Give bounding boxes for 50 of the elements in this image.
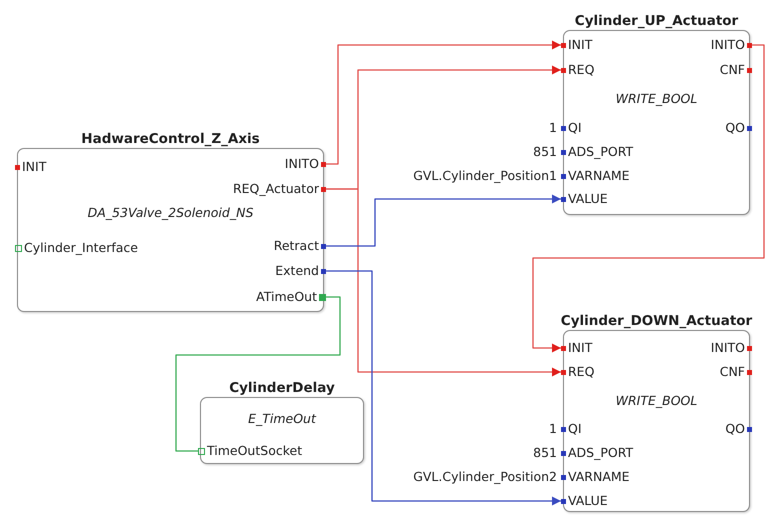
block-title: Cylinder_UP_Actuator [574, 13, 738, 29]
port-label: REQ_Actuator [232, 181, 319, 197]
port-label: INITO [284, 156, 319, 172]
port-label: CNF [720, 62, 745, 78]
port [725, 120, 752, 136]
port-label: INITO [710, 340, 745, 356]
block-title: CylinderDelay [229, 380, 335, 396]
constant-value: 1 [549, 120, 557, 136]
port-label: Extend [275, 263, 319, 279]
connection-line [175, 296, 341, 452]
arrow [532, 44, 765, 352]
port-label: VALUE [568, 191, 608, 207]
port-label: QI [568, 120, 582, 136]
block-title: Cylinder_DOWN_Actuator [560, 313, 752, 329]
arrow [326, 188, 561, 376]
port-label: VARNAME [568, 168, 630, 184]
port-label: QO [725, 120, 745, 136]
constant-value: 1 [549, 421, 557, 437]
constant-value: GVL.Cylinder_Position1 [413, 168, 557, 184]
constant-value: 851 [533, 445, 557, 461]
port-label: TimeOutSocket [207, 443, 302, 459]
port [561, 364, 594, 380]
port-label: INIT [22, 159, 46, 175]
port-label: VALUE [568, 493, 608, 509]
port-label: REQ [568, 62, 594, 78]
port-label: ATimeOut [256, 289, 317, 305]
port-label: ADS_PORT [568, 144, 634, 160]
port-label: INIT [568, 37, 592, 53]
port-label: INITO [710, 37, 745, 53]
port-label: REQ [568, 364, 594, 380]
port-label: CNF [720, 364, 745, 380]
port-label: Cylinder_Interface [24, 240, 138, 256]
block-type: DA_53Valve_2Solenoid_NS [86, 205, 254, 221]
port-label: QI [568, 421, 582, 437]
block-type: E_TimeOut [247, 411, 318, 427]
port-label: ADS_PORT [568, 445, 634, 461]
port-label: Retract [274, 238, 319, 254]
arrow [326, 40, 561, 165]
constant-value: GVL.Cylinder_Position2 [413, 469, 557, 485]
port-label: VARNAME [568, 469, 630, 485]
constant-value: 851 [533, 144, 557, 160]
port-label: QO [725, 421, 745, 437]
arrow [326, 270, 561, 506]
block-type: WRITE_BOOL [614, 91, 698, 107]
port [725, 421, 752, 437]
port [561, 62, 594, 78]
block-type: WRITE_BOOL [614, 393, 698, 409]
arrow [326, 194, 561, 247]
block-title: HadwareControl_Z_Axis [81, 131, 260, 147]
port-label: INIT [568, 340, 592, 356]
